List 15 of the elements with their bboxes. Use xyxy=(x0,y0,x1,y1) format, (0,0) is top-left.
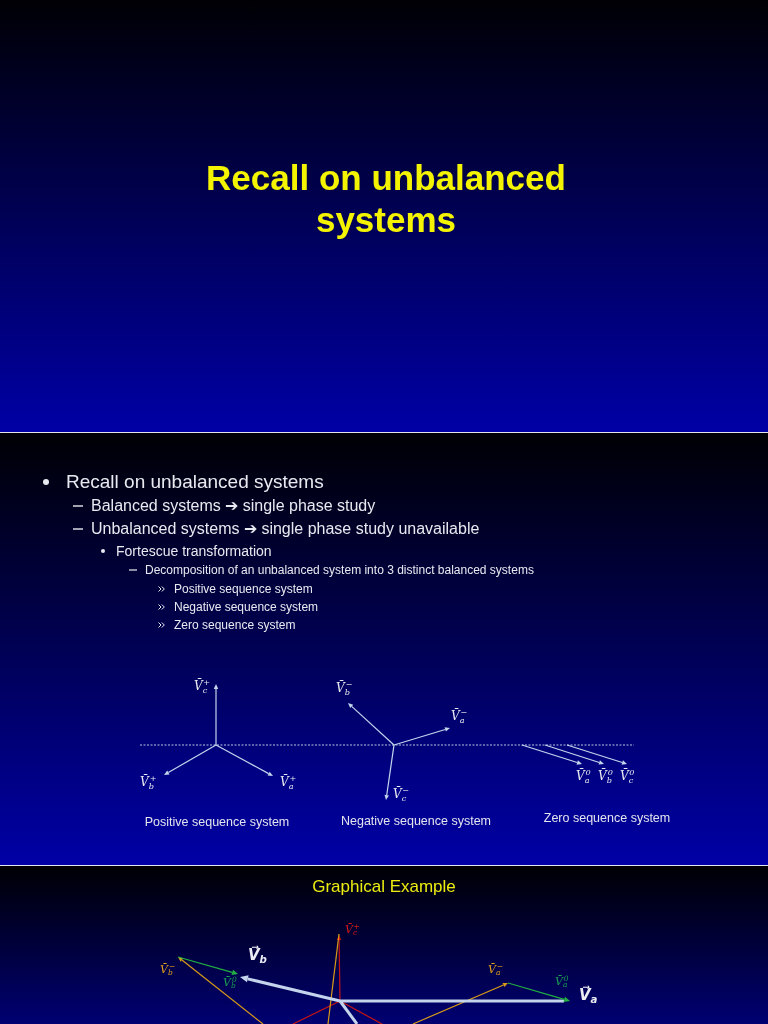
bullet-text: Balanced systems ➔ single phase study xyxy=(91,496,376,516)
vector-label: V⃗$_{a}$ xyxy=(578,984,599,1007)
diagram-caption: Zero sequence system xyxy=(543,811,671,826)
bullet-text: Decomposition of an unbalanced system into 3 distinct balanced systems xyxy=(145,562,534,578)
slide-title: Recall on unbalanced systems xyxy=(205,157,567,241)
bullet-text: Fortescue transformation xyxy=(116,542,272,560)
diagram-caption: Negative sequence system xyxy=(340,814,492,829)
slide-heading: Graphical Example xyxy=(312,877,456,898)
bullet-text: Zero sequence system xyxy=(174,617,296,633)
bullet-text: Recall on unbalanced systems xyxy=(66,470,324,494)
diagram-caption: Positive sequence system xyxy=(144,815,290,830)
vector-label: V⃗$_{b}$ xyxy=(247,944,268,967)
bullet-text: Unbalanced systems ➔ single phase study unavailable xyxy=(91,519,480,539)
bullet-text: Positive sequence system xyxy=(174,581,313,597)
bullet-text: Negative sequence system xyxy=(174,599,319,615)
